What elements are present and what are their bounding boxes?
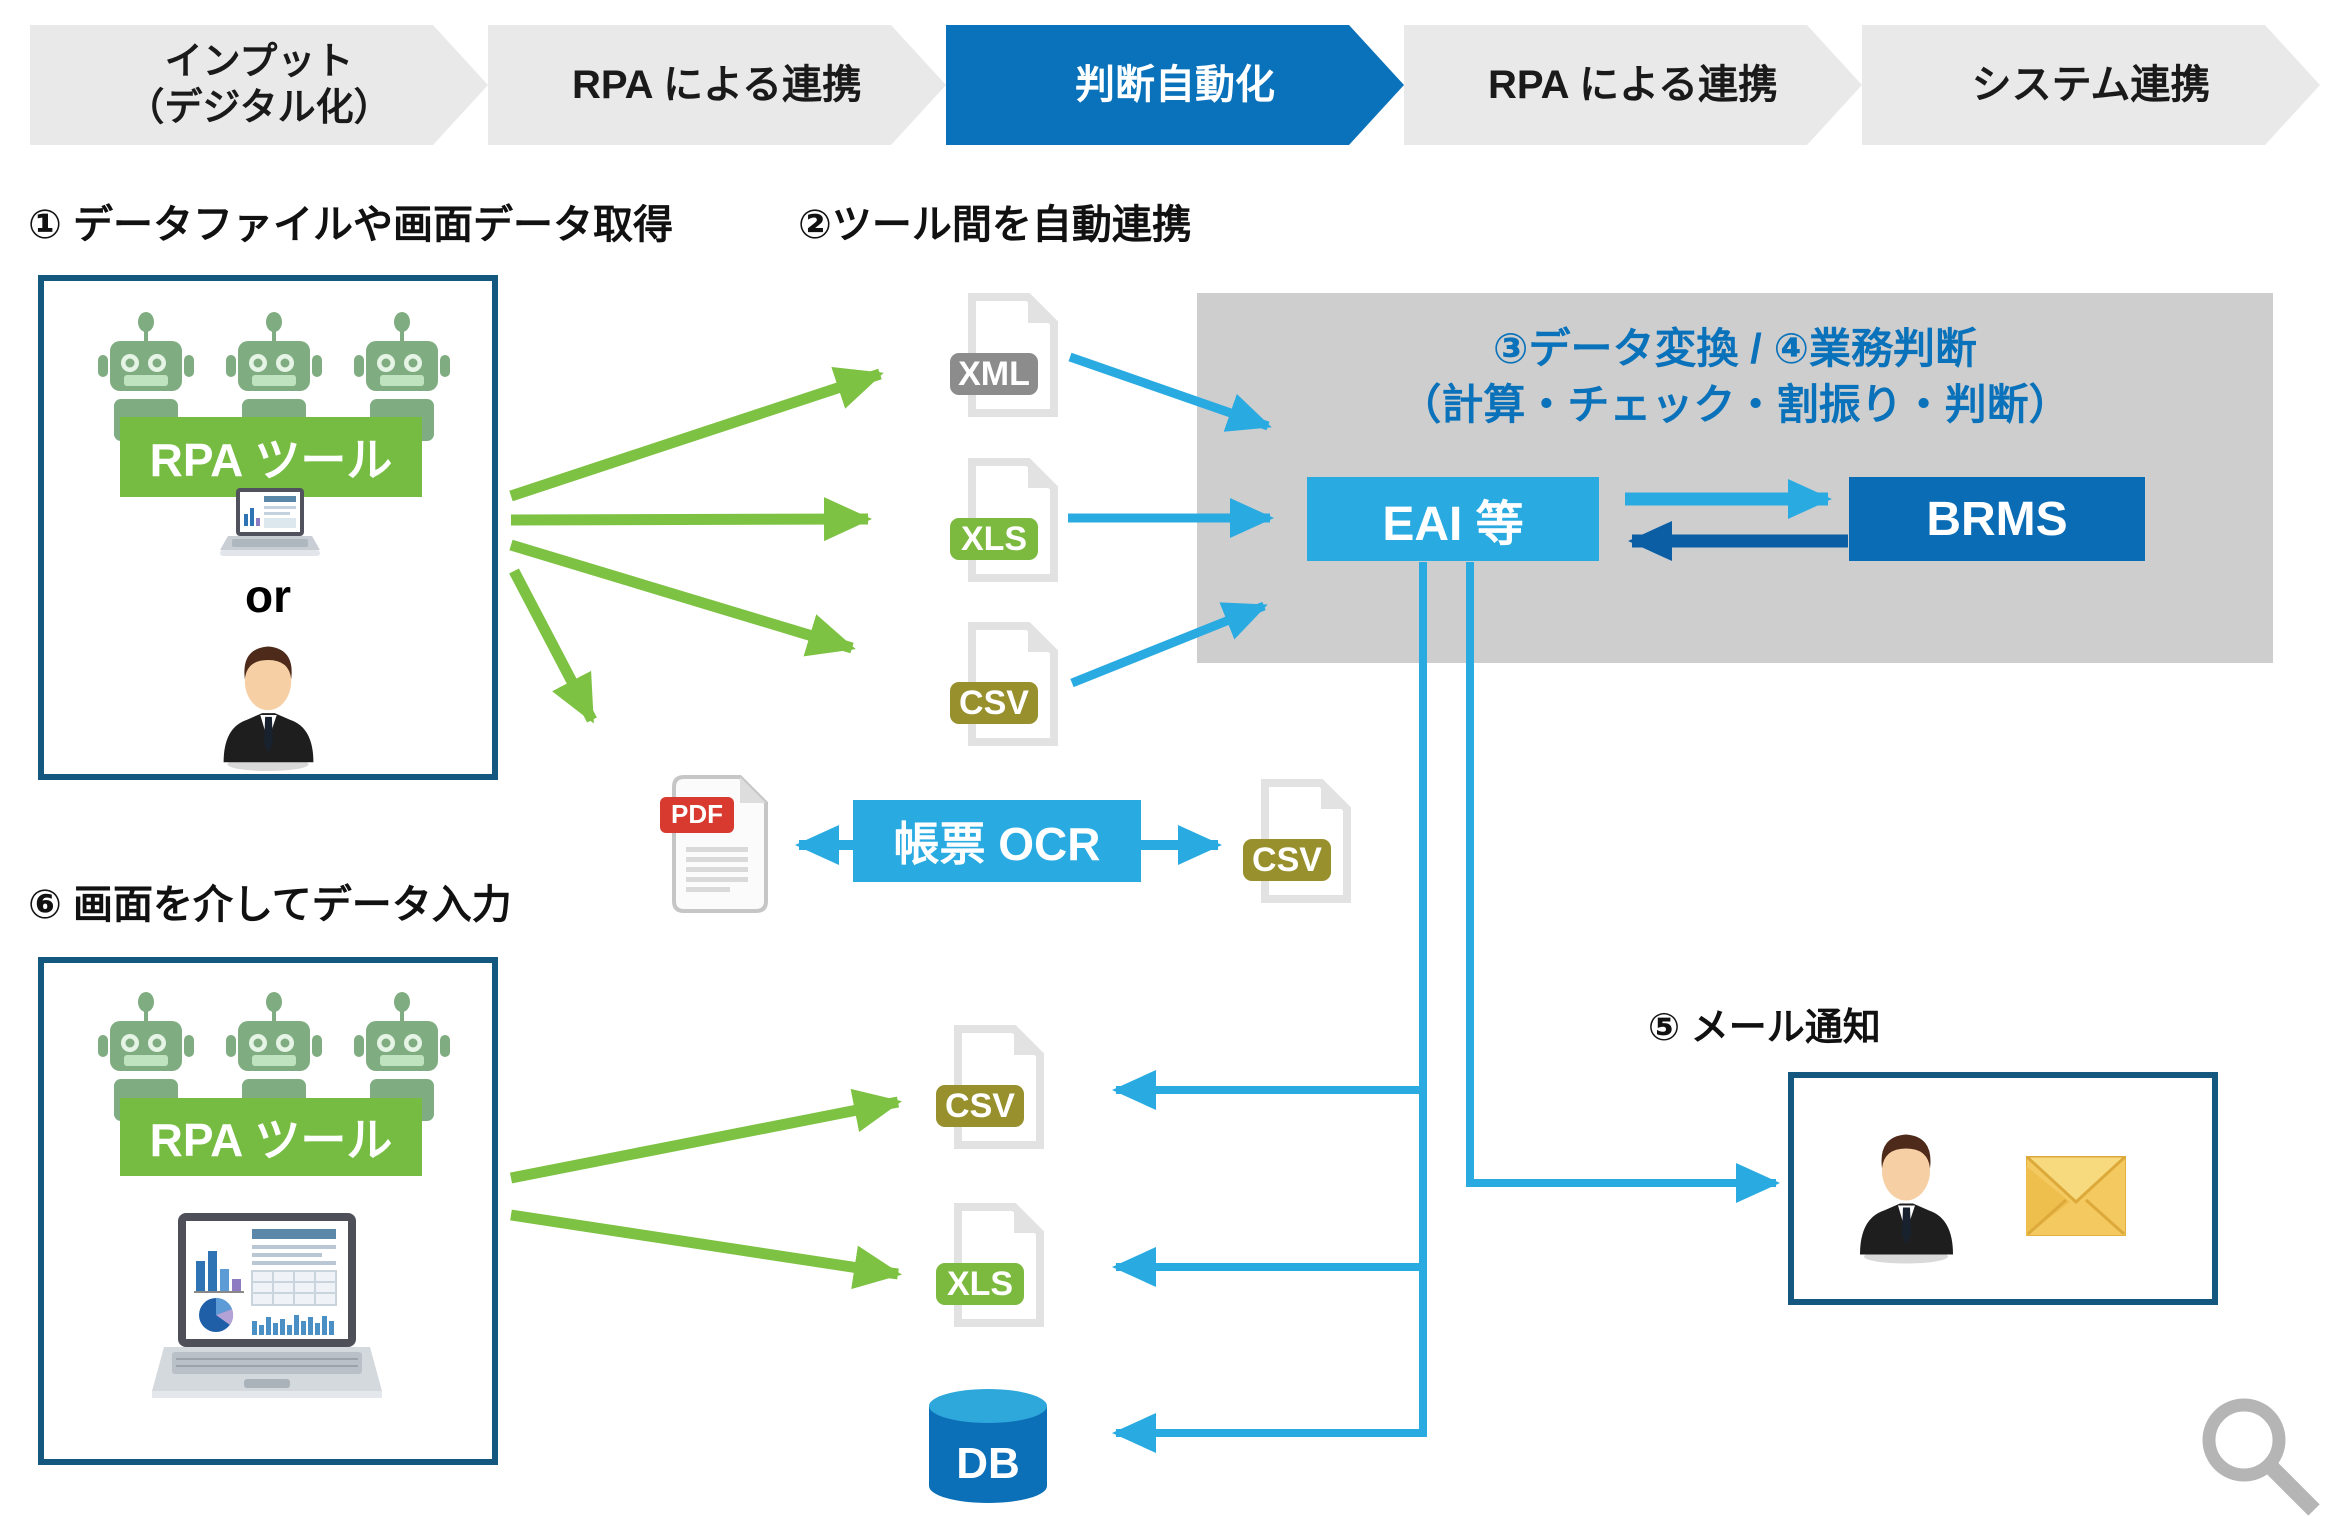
file-icon-xls-out: XLS <box>936 1203 1044 1327</box>
step-chevron-system: システム連携 <box>1862 25 2320 145</box>
file-badge-label: CSV <box>945 1087 1015 1125</box>
eai-label: EAI 等 <box>1382 498 1524 551</box>
heading-tool-link: ②ツール間を自動連携 <box>798 203 1192 247</box>
step-chevron-rpa-2: RPA による連携 <box>1404 25 1862 145</box>
file-icon-csv-ocr: CSV <box>1243 779 1351 903</box>
db-label: DB <box>956 1439 1020 1488</box>
file-badge-label: XLS <box>961 520 1027 558</box>
magnifier-icon <box>2202 1398 2320 1516</box>
step-chevron-input: インプット （デジタル化） <box>30 25 488 145</box>
businessman-icon <box>1860 1134 1953 1264</box>
file-badge-label: XLS <box>947 1265 1013 1303</box>
step-label: RPA による連携 <box>1488 63 1778 107</box>
file-icon-csv-out: CSV <box>936 1025 1044 1149</box>
heading-mail-notice: ⑤ メール通知 <box>1648 1007 1881 1049</box>
step-chevron-rpa-1: RPA による連携 <box>488 25 946 145</box>
processing-panel: ③データ変換 / ④業務判断 （計算・チェック・割振り・判断） EAI 等 BR… <box>1197 293 2273 663</box>
step-label: RPA による連携 <box>572 63 862 107</box>
rpa-input-box: RPA ツール <box>38 957 498 1465</box>
processing-title-line1: ③データ変換 / ④業務判断 <box>1492 325 1978 372</box>
brms-box: BRMS <box>1849 477 2145 561</box>
pdf-file-icon: PDF <box>660 775 768 913</box>
file-badge-label: CSV <box>959 684 1029 722</box>
green-arrows <box>509 366 902 1290</box>
rpa-tool-banner: RPA ツール <box>120 417 422 497</box>
rpa-tool-label: RPA ツール <box>149 434 393 486</box>
step-label: 判断自動化 <box>1075 63 1275 107</box>
brms-label: BRMS <box>1926 492 2068 546</box>
rpa-tool-banner: RPA ツール <box>120 1098 422 1176</box>
laptop-icon <box>220 488 320 556</box>
mail-envelope-icon <box>2026 1156 2126 1236</box>
rpa-capture-box: RPA ツール or <box>38 275 498 780</box>
processing-title-line2: （計算・チェック・割振り・判断） <box>1399 381 2071 428</box>
step-label: システム連携 <box>1971 63 2211 107</box>
rpa-tool-label: RPA ツール <box>149 1114 393 1166</box>
ocr-label: 帳票 OCR <box>893 818 1101 870</box>
file-badge-label: CSV <box>1252 841 1322 879</box>
ocr-box: 帳票 OCR <box>853 800 1141 882</box>
pdf-badge-label: PDF <box>671 799 723 829</box>
file-icon-csv: CSV <box>950 622 1058 746</box>
eai-box: EAI 等 <box>1307 477 1599 561</box>
mail-notice-box <box>1788 1072 2218 1305</box>
step-chevron-judgement: 判断自動化 <box>946 25 1404 145</box>
or-label: or <box>245 570 291 622</box>
businessman-icon <box>223 646 314 771</box>
file-icon-xls: XLS <box>950 458 1058 582</box>
heading-screen-input: ⑥ 画面を介してデータ入力 <box>28 883 512 927</box>
database-cylinder-icon: DB <box>929 1389 1047 1503</box>
file-badge-label: XML <box>958 355 1030 393</box>
step-label: インプット <box>164 41 354 83</box>
laptop-dashboard-icon <box>152 1213 382 1398</box>
file-icon-xml: XML <box>950 293 1058 417</box>
heading-data-capture: ① データファイルや画面データ取得 <box>28 203 673 247</box>
step-label: （デジタル化） <box>126 87 392 129</box>
